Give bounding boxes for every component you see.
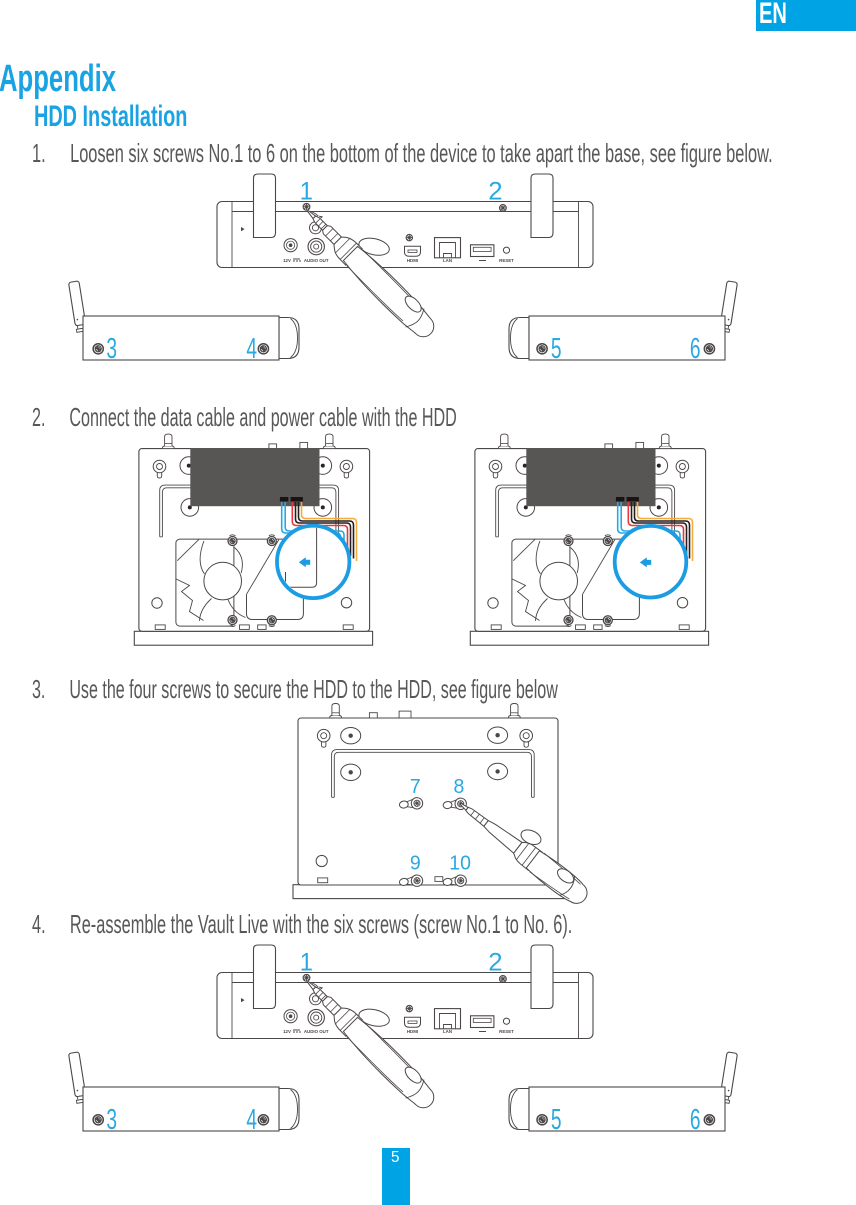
svg-text:1: 1	[300, 178, 313, 206]
svg-text:4: 4	[246, 333, 257, 365]
svg-text:7: 7	[410, 776, 421, 799]
svg-text:HDMI: HDMI	[407, 258, 418, 263]
svg-text:3: 3	[106, 333, 117, 365]
svg-text:8: 8	[454, 776, 465, 799]
svg-text:9: 9	[410, 852, 421, 875]
svg-text:6: 6	[690, 333, 701, 365]
svg-text:10: 10	[449, 852, 471, 875]
svg-text:AUDIO OUT: AUDIO OUT	[304, 258, 329, 263]
svg-text:LAN: LAN	[443, 258, 452, 263]
svg-text:5: 5	[551, 333, 562, 365]
svg-text:RESET: RESET	[499, 258, 514, 263]
svg-text:12V: 12V	[283, 258, 291, 263]
svg-text:2: 2	[488, 178, 502, 206]
